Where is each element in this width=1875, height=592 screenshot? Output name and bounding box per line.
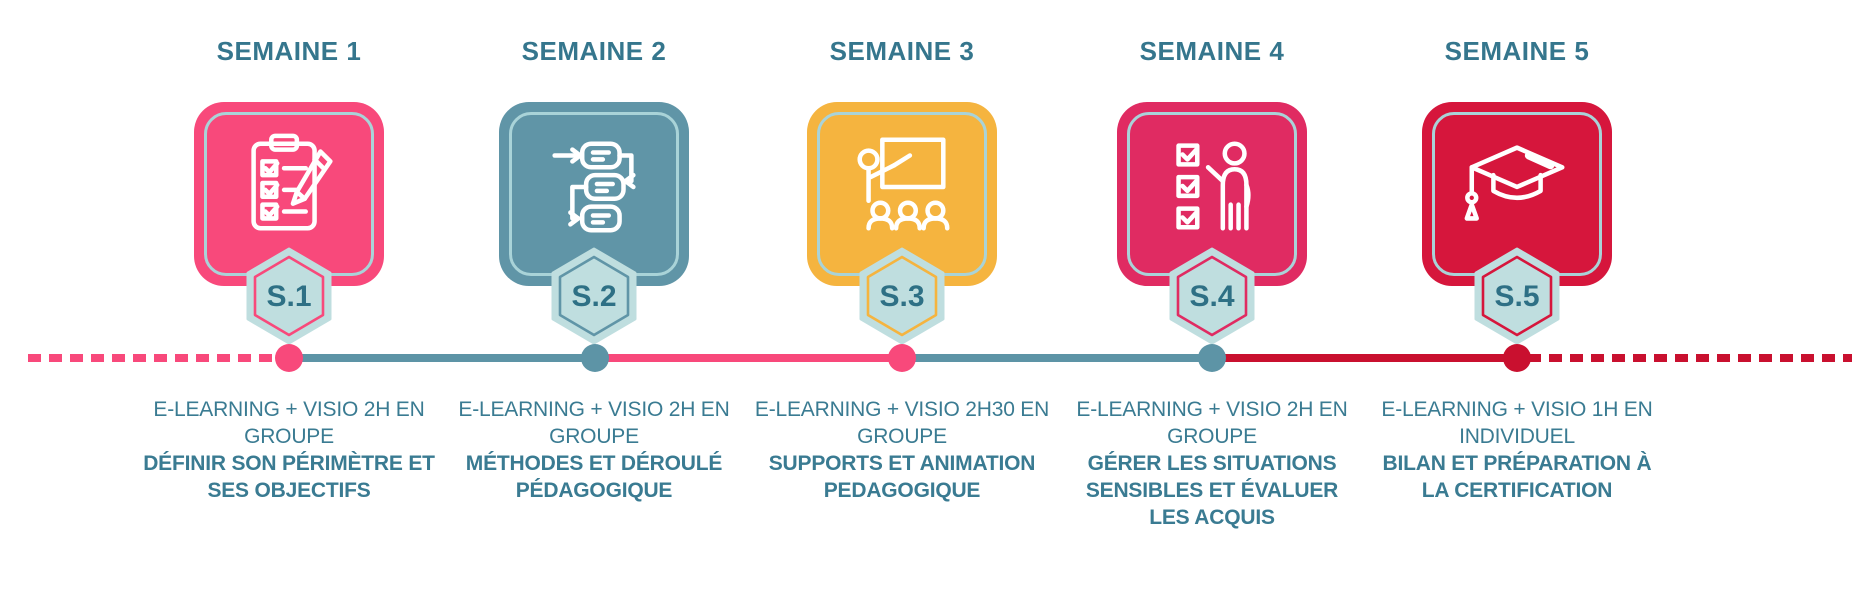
week-badge: S.2 [550,246,638,346]
graduation-cap-icon [1458,126,1576,244]
week-title: SEMAINE 4 [1139,36,1285,66]
week-title: SEMAINE 1 [216,36,362,66]
week-column-2: SEMAINE 2 [434,0,754,592]
week-column-1: SEMAINE 1 S.1 [129,0,449,592]
timeline-segment-3-4 [902,354,1212,362]
timeline-dot-2 [581,344,609,372]
week-format-text: E-LEARNING + VISIO 2H EN GROUPE [458,398,730,448]
week-title: SEMAINE 2 [521,36,667,66]
week-column-3: SEMAINE 3 S.3 E [742,0,1062,592]
timeline-dot-3 [888,344,916,372]
timeline-dot-5 [1503,344,1531,372]
week-column-4: SEMAINE 4 S.4 [1052,0,1372,592]
week-badge-label: S.2 [571,280,617,313]
process-flow-icon [535,126,653,244]
week-badge: S.5 [1473,246,1561,346]
week-format-text: E-LEARNING + VISIO 2H30 EN GROUPE [754,398,1050,448]
week-badge: S.1 [245,246,333,346]
week-format-text: E-LEARNING + VISIO 2H EN GROUPE [1076,398,1348,448]
week-description: E-LEARNING + VISIO 1H EN INDIVIDUEL BILA… [1357,396,1677,504]
week-topic-text: GÉRER LES SITUATIONS SENSIBLES ET ÉVALUE… [1085,452,1339,529]
timeline-segment-4-5 [1212,354,1517,362]
timeline-segment-dashed-right [1528,354,1852,362]
week-topic-text: DÉFINIR SON PÉRIMÈTRE ET SES OBJECTIFS [143,452,435,502]
week-description: E-LEARNING + VISIO 2H30 EN GROUPE SUPPOR… [742,396,1062,504]
week-title: SEMAINE 5 [1444,36,1590,66]
week-description: E-LEARNING + VISIO 2H EN GROUPE MÉTHODES… [434,396,754,504]
timeline-dot-4 [1198,344,1226,372]
classroom-presentation-icon [843,126,961,244]
week-topic-text: BILAN ET PRÉPARATION À LA CERTIFICATION [1382,452,1652,502]
timeline-segment-dashed-left [28,354,280,362]
week-topic-text: MÉTHODES ET DÉROULÉ PÉDAGOGIQUE [465,452,723,502]
week-badge-label: S.1 [266,280,312,313]
week-column-5: SEMAINE 5 S.5 E-LEARNING + [1357,0,1677,592]
clipboard-checklist-pencil-icon [230,126,348,244]
week-topic-text: SUPPORTS ET ANIMATION PEDAGOGIQUE [768,452,1036,502]
timeline-dot-1 [275,344,303,372]
week-badge-label: S.5 [1494,280,1540,313]
checklist-person-icon [1153,126,1271,244]
timeline-segment-2-3 [595,354,902,362]
week-description: E-LEARNING + VISIO 2H EN GROUPE GÉRER LE… [1052,396,1372,531]
timeline-segment-1-2 [289,354,595,362]
week-title: SEMAINE 3 [829,36,975,66]
week-badge: S.3 [858,246,946,346]
week-badge: S.4 [1168,246,1256,346]
week-description: E-LEARNING + VISIO 2H EN GROUPE DÉFINIR … [129,396,449,504]
week-format-text: E-LEARNING + VISIO 2H EN GROUPE [153,398,425,448]
week-badge-label: S.4 [1189,280,1235,313]
week-badge-label: S.3 [879,280,925,313]
week-format-text: E-LEARNING + VISIO 1H EN INDIVIDUEL [1381,398,1653,448]
